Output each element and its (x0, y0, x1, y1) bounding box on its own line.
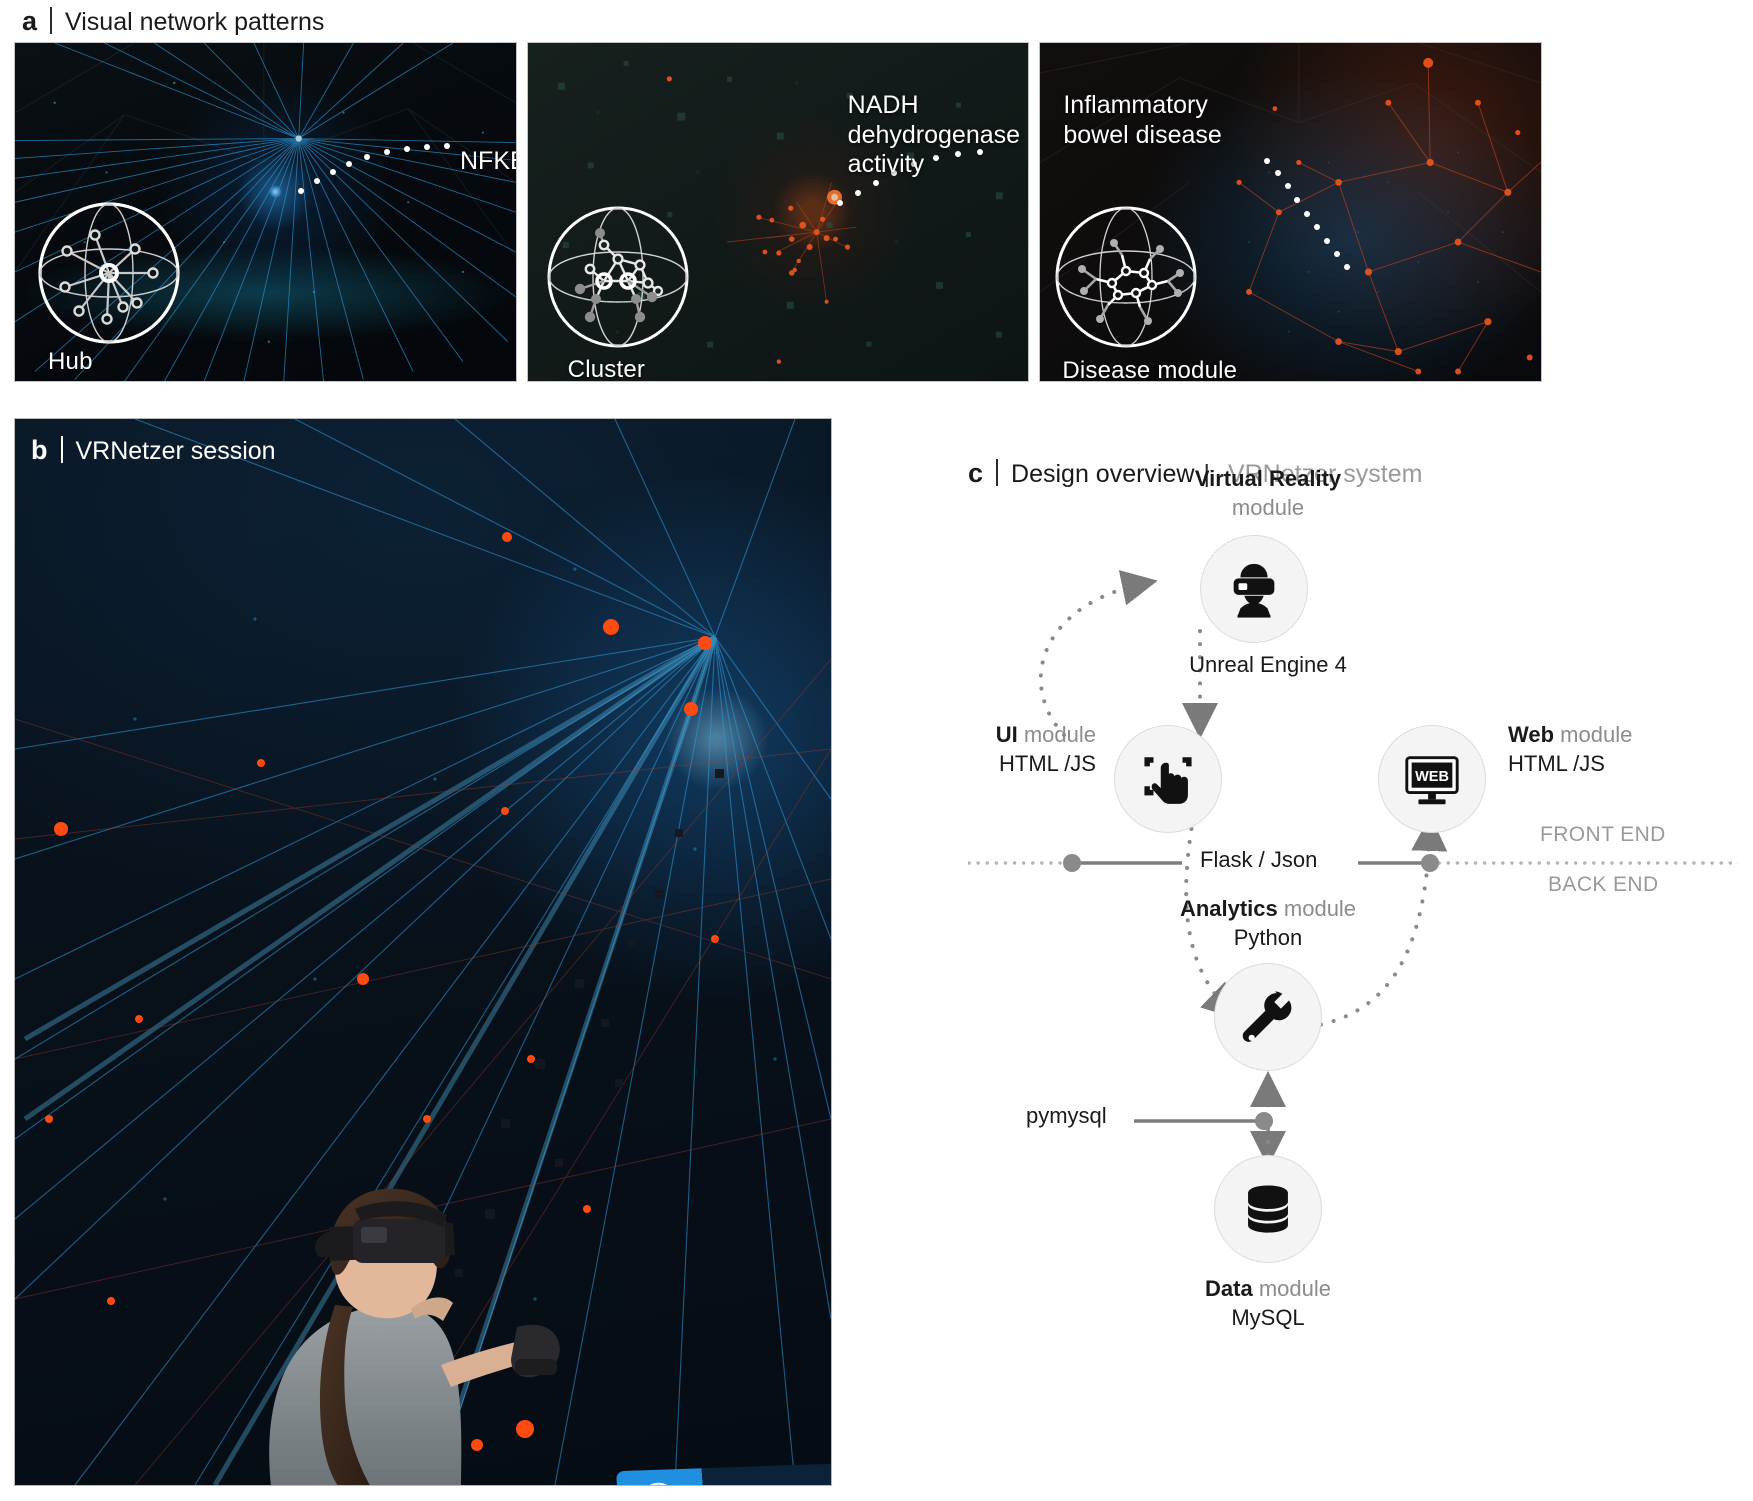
front-end-label: FRONT END (1540, 823, 1666, 846)
panel-b-title: VRNetzer session (75, 437, 276, 465)
disease-leader-line (1264, 158, 1351, 270)
disease-facet-lines (1040, 43, 1541, 293)
node-virtual-reality[interactable] (1200, 535, 1308, 643)
cluster-callout-label: NADH dehydrogenase activity (847, 91, 1021, 178)
panel-b-heading: b VRNetzer session (31, 432, 276, 466)
cluster-background (527, 43, 1029, 381)
node-web[interactable]: WEB (1378, 725, 1486, 833)
vr-module-label-bold: Virtual Reality (1194, 466, 1342, 491)
panel-a-letter: a (22, 6, 38, 36)
edge-ui-to-analytics (1184, 801, 1239, 1020)
disease-callout-label: Inflammatory bowel disease (1063, 91, 1222, 149)
boundary-node-web (1421, 854, 1439, 872)
panel-b-vrnetzer-session: b VRNetzer session i INSPECTOR NFKB1 nuc… (14, 418, 832, 1486)
analytics-module-label-line2: Python (1233, 924, 1303, 950)
info-icon: i (640, 1482, 678, 1485)
pymysql-label: pymysql (1016, 1103, 1117, 1129)
data-module-label: Data module MySQL (1058, 1275, 1478, 1332)
panel-a-tiles: NFKB1 Hub (14, 42, 1543, 382)
web-module-label-light: module (1560, 722, 1633, 747)
disease-module-sphere-icon (1055, 206, 1197, 348)
database-icon (1248, 1185, 1288, 1233)
edge-ui-to-vr (1038, 570, 1158, 737)
panel-a-tile-cluster: NADH dehydrogenase activity (526, 42, 1030, 382)
back-end-label: BACK END (1548, 873, 1659, 896)
data-module-label-bold: Data (1205, 1276, 1253, 1301)
hub-ray-burst (15, 43, 516, 381)
panel-a-tile-hub: NFKB1 Hub (14, 42, 517, 382)
cluster-leader-line (836, 149, 983, 206)
node-analytics[interactable] (1214, 963, 1322, 1071)
disease-particles (1248, 151, 1505, 333)
panel-a-tile-disease: Inflammatory bowel disease (1039, 42, 1543, 382)
cluster-tile-label: Cluster (567, 356, 646, 382)
analytics-module-label: Analytics module Python (1058, 895, 1478, 952)
disease-network (1236, 57, 1541, 375)
vr-network-graphic (15, 419, 831, 1485)
analytics-module-label-bold: Analytics (1179, 896, 1278, 921)
panel-c-subtitle: VRNetzer system (1227, 460, 1423, 488)
hub-sphere-icon (38, 202, 180, 344)
cluster-sphere-icon (547, 206, 689, 348)
ui-module-label-line2: HTML /JS (999, 750, 1096, 776)
data-module-label-line2: MySQL (1231, 1304, 1305, 1330)
hub-callout-label: NFKB1 (460, 147, 516, 175)
ui-module-label: UI module HTML /JS (876, 721, 1096, 778)
disease-background (1040, 43, 1542, 381)
data-module-label-light: module (1258, 1276, 1331, 1301)
node-data[interactable] (1214, 1155, 1322, 1263)
pymysql-node (1255, 1112, 1273, 1130)
web-module-label-line2: HTML /JS (1508, 750, 1605, 776)
hub-tile-label: Hub (48, 348, 93, 375)
web-module-label-bold: Web (1508, 722, 1555, 747)
hub-facet-lines (15, 43, 516, 273)
panel-c-design-overview: c Design overview | VRNetzer system (968, 455, 1738, 1495)
boundary-node-ui (1063, 854, 1081, 872)
vr-headset-person-icon (1233, 563, 1275, 618)
unreal-engine-label: Unreal Engine 4 (1189, 652, 1347, 677)
vr-module-label: Virtual Reality module (1058, 465, 1478, 522)
panel-c-heading: c Design overview | VRNetzer system (968, 455, 1422, 489)
flask-json-label: Flask / Json (1190, 847, 1328, 873)
panel-b-divider (60, 436, 63, 463)
vr-module-label-light: module (1231, 494, 1305, 520)
panel-c-pipe: | (1203, 460, 1210, 488)
wrench-icon (1242, 991, 1292, 1042)
panel-c-divider (996, 459, 999, 486)
analytics-module-label-light: module (1283, 896, 1357, 921)
panel-c-letter: c (968, 458, 984, 488)
vr-user-photo (269, 1188, 560, 1485)
panel-b-letter: b (31, 435, 48, 465)
hub-leader-line (298, 143, 450, 194)
node-ui[interactable] (1114, 725, 1222, 833)
touch-target-hand-icon (1144, 757, 1192, 804)
cluster-nodes (666, 76, 857, 364)
panel-a-heading: a Visual network patterns (22, 3, 324, 37)
web-module-label: Web module HTML /JS (1508, 721, 1748, 778)
architecture-connectors (968, 570, 1738, 1167)
panel-c-title: Design overview (1011, 460, 1195, 488)
disease-tile-label: Disease module (1062, 357, 1238, 382)
ui-module-label-bold: UI (995, 722, 1018, 747)
web-icon-text: WEB (1415, 769, 1449, 785)
panel-a-divider (50, 7, 53, 34)
ui-module-label-light: module (1023, 722, 1096, 747)
panel-a-title: Visual network patterns (65, 8, 325, 36)
web-monitor-icon: WEB (1405, 756, 1459, 805)
